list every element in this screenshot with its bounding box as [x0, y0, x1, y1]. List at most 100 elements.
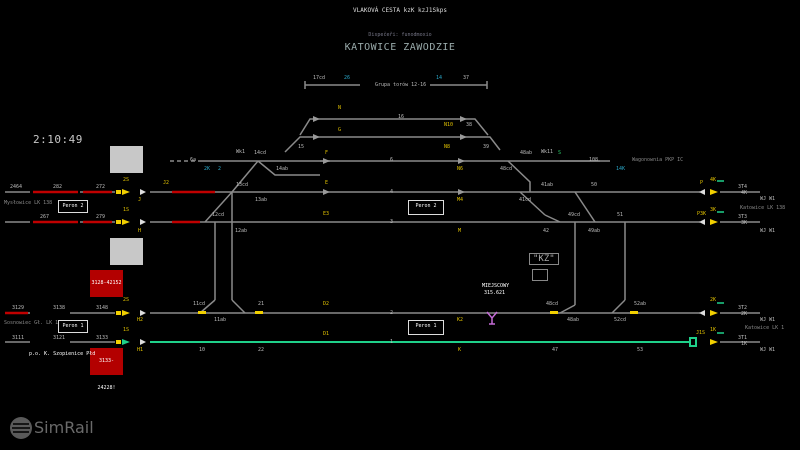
track-label: 3148	[96, 305, 109, 311]
logo-text: SimRail	[34, 418, 94, 437]
track-label: E	[325, 180, 329, 186]
track-label: 22	[258, 347, 265, 353]
track-label: 6	[390, 157, 394, 163]
track-joints	[313, 116, 467, 195]
track-label: J2	[163, 180, 170, 186]
track-label: 49ab	[588, 228, 601, 234]
track-label: 13cd	[236, 182, 249, 188]
track-label: 4	[390, 189, 394, 195]
track-label: 2S	[123, 297, 130, 303]
track-label: G	[338, 127, 342, 133]
track-label: J1S	[696, 330, 706, 336]
left-text-szopienice: p.o. K. Szopienice Płd	[29, 351, 96, 357]
track-label: 53	[637, 347, 644, 353]
track-label: 13ab	[255, 197, 268, 203]
track-label: H	[138, 228, 142, 234]
kz-label: "KZ"	[529, 253, 559, 265]
track-label: 15	[298, 144, 305, 150]
track-label: 282	[53, 184, 63, 190]
track-label: 3T2	[738, 305, 748, 311]
track-label: M	[458, 228, 462, 234]
track-label: 2K	[204, 166, 211, 172]
peron-1-left: Peron 1	[58, 320, 88, 333]
green-markers	[717, 180, 724, 334]
track-label: 48cd	[546, 301, 559, 307]
track-lines	[5, 81, 760, 343]
track-label: J	[138, 197, 142, 203]
track-label: 6a	[190, 157, 197, 163]
active-route	[150, 337, 697, 347]
track-label: N	[338, 105, 342, 111]
route-title: VLAKOVÁ CESTA kzK kzJ1Skps	[353, 7, 447, 14]
track-label: 11cd	[193, 301, 206, 307]
track-label: 3133	[96, 335, 109, 341]
simrail-logo	[10, 417, 32, 439]
track-label: 16	[398, 114, 405, 120]
track-label: F	[325, 150, 329, 156]
track-label: 2K	[741, 311, 748, 317]
track-label: 279	[96, 214, 106, 220]
track-label: E3	[323, 211, 330, 217]
track-label: S	[558, 150, 562, 156]
miejscowy-line2: 315.621	[484, 290, 506, 296]
dispatcher-label: Dispečeři: funodmoxio	[368, 32, 432, 38]
track-label: D2	[323, 301, 330, 307]
track-label: 39	[483, 144, 490, 150]
track-label: 10	[199, 347, 206, 353]
track-label: 3T1	[738, 335, 748, 341]
track-label: 42	[543, 228, 550, 234]
track-label: 48cd	[500, 166, 513, 172]
track-label: 272	[96, 184, 106, 190]
track-label: 3T3	[738, 214, 748, 220]
track-label: 41cd	[519, 197, 532, 203]
group-label: Grupa torów 12-16	[375, 82, 427, 88]
track-label: WJ W1	[760, 317, 776, 323]
track-label: 3K	[741, 220, 748, 226]
train-box-1[interactable]: 3128-42152	[90, 270, 123, 297]
track-label: 108	[589, 157, 599, 163]
track-label: Wk1	[236, 149, 246, 155]
camera-view-1[interactable]	[110, 146, 143, 173]
track-label: 52ab	[634, 301, 647, 307]
track-label: 2S	[123, 177, 130, 183]
track-label: 1K	[741, 341, 748, 347]
peron-2-center: Peron 2	[408, 200, 444, 215]
track-label: K2	[457, 317, 464, 323]
track-label: 2K	[710, 297, 717, 303]
track-label: 1S	[123, 327, 130, 333]
camera-view-2[interactable]	[110, 238, 143, 265]
train-box-2[interactable]: 3133-24228!	[90, 348, 123, 391]
track-label: WJ W1	[760, 228, 776, 234]
track-label: 2	[218, 166, 222, 172]
track-label: D1	[323, 331, 330, 337]
track-label: 38	[466, 122, 473, 128]
track-label: 52cd	[614, 317, 627, 323]
track-label: K	[458, 347, 462, 353]
track-label: 14K	[616, 166, 626, 172]
track-label: 3K	[710, 207, 717, 213]
track-label: WJ W1	[760, 347, 776, 353]
peron-2-left: Peron 2	[58, 200, 88, 213]
track-label: 11ab	[214, 317, 227, 323]
track-label: H2	[137, 317, 144, 323]
right-text-katowice1: Katowice LK 1	[745, 325, 785, 331]
track-label: M4	[457, 197, 464, 203]
track-label: 12cd	[212, 212, 225, 218]
track-label: 48ab	[520, 150, 533, 156]
left-text-myslowice: Mysłowice LK 138	[4, 200, 53, 206]
track-label: 3	[390, 219, 394, 225]
track-label: 14cd	[254, 150, 267, 156]
track-label: 14	[436, 75, 443, 81]
track-label: 2464	[10, 184, 23, 190]
track-label: 51	[617, 212, 624, 218]
signal-markers	[116, 189, 718, 345]
track-label: P	[700, 180, 704, 186]
track-label: P3K	[697, 211, 707, 217]
track-label: 3T4	[738, 184, 748, 190]
track-label: 3138	[53, 305, 66, 311]
local-marker	[486, 311, 498, 325]
track-label: 2	[390, 310, 394, 316]
signal-green	[122, 339, 130, 345]
track-label: 3111	[12, 335, 25, 341]
